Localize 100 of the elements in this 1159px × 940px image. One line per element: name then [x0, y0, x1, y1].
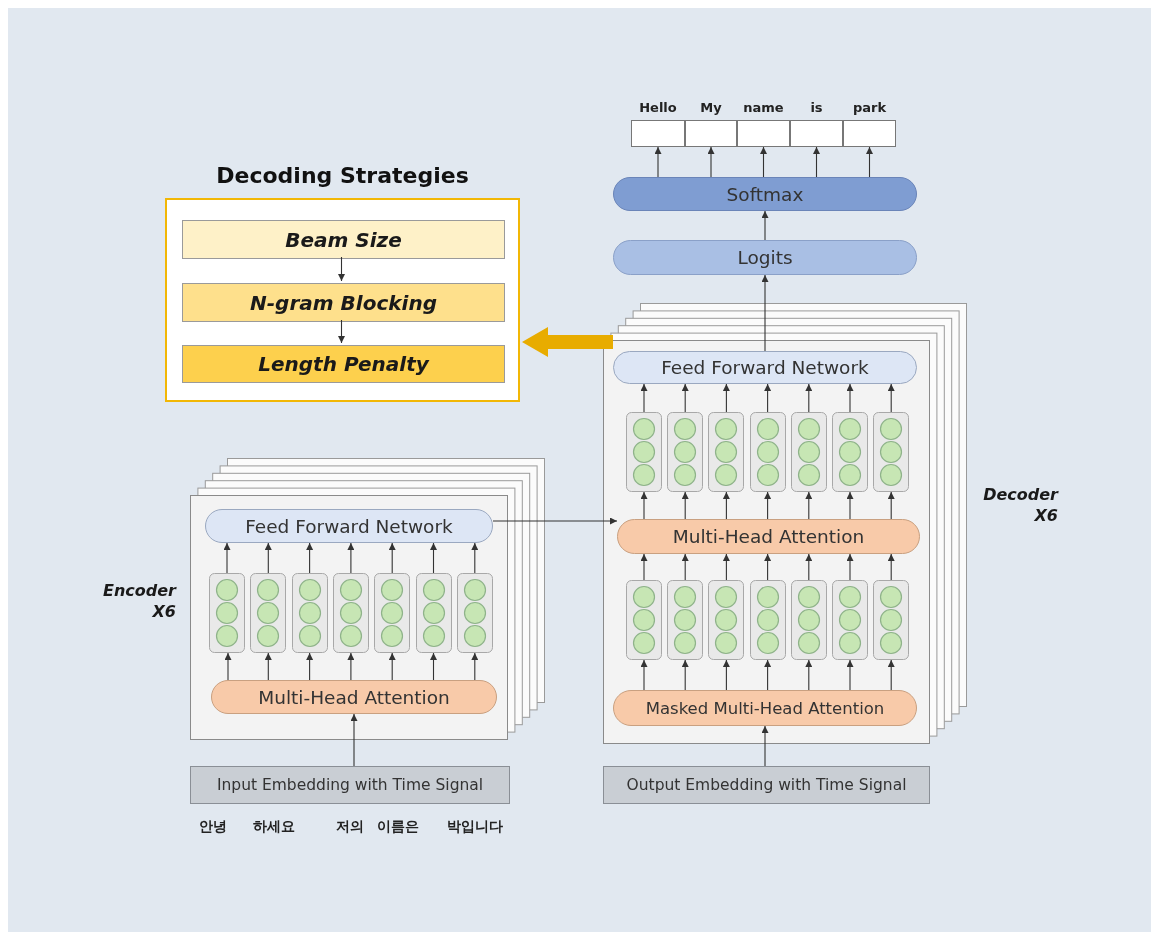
- arrow: [764, 383, 772, 413]
- arrow: [887, 659, 895, 691]
- stack-label: Decoder X6: [982, 484, 1058, 526]
- arrow: [887, 553, 895, 581]
- strategy-box: Length Penalty: [182, 345, 505, 383]
- arrow: [306, 652, 314, 681]
- arrow: [707, 146, 715, 178]
- arrow: [338, 319, 345, 344]
- neuron-column: [832, 412, 868, 492]
- arrow: [347, 652, 355, 681]
- arrow: [805, 383, 813, 413]
- neuron-column: [873, 412, 910, 492]
- token-label: My: [699, 98, 723, 117]
- arrow: [761, 274, 769, 352]
- token-label: Hello: [638, 98, 678, 117]
- arrow: [722, 659, 730, 691]
- input-token: 안녕: [199, 818, 227, 836]
- embedding-box: Input Embedding with Time Signal: [190, 766, 510, 804]
- layer-bar: Multi-Head Attention: [617, 519, 920, 554]
- arrow: [681, 491, 689, 520]
- arrow: [224, 652, 232, 681]
- arrow: [805, 553, 813, 581]
- arrow: [722, 553, 730, 581]
- input-token: 박입니다: [447, 818, 503, 836]
- thick-arrow: [522, 327, 613, 357]
- arrow: [846, 383, 854, 413]
- arrow: [338, 256, 345, 282]
- neuron-column: [790, 580, 827, 660]
- arrow: [388, 542, 396, 574]
- input-token: 이름은: [377, 818, 419, 836]
- arrow: [681, 659, 689, 691]
- input-token: 하세요: [253, 818, 295, 836]
- strategy-box: N-gram Blocking: [182, 283, 505, 322]
- neuron-column: [873, 580, 910, 660]
- arrow: [492, 517, 618, 525]
- arrow: [681, 383, 689, 413]
- strategy-box: Beam Size: [182, 220, 505, 259]
- neuron-column: [626, 580, 662, 660]
- arrow: [887, 383, 895, 413]
- arrow: [761, 210, 769, 241]
- token-label: park: [851, 98, 888, 117]
- layer-bar: Masked Multi-Head Attention: [613, 690, 917, 726]
- stack-label: Encoder X6: [102, 580, 176, 622]
- arrow: [846, 659, 854, 691]
- arrow: [805, 659, 813, 691]
- layer-bar: Multi-Head Attention: [211, 680, 497, 714]
- neuron-column: [626, 412, 662, 492]
- arrow: [430, 542, 437, 574]
- arrow: [640, 491, 648, 520]
- arrow: [722, 383, 730, 413]
- neuron-column: [708, 580, 745, 660]
- layer-bar: Feed Forward Network: [205, 509, 493, 543]
- arrow: [264, 652, 272, 681]
- neuron-column: [209, 573, 245, 653]
- neuron-column: [790, 412, 827, 492]
- input-token: 저의: [336, 818, 364, 836]
- arrow: [306, 542, 314, 574]
- arrow: [761, 725, 769, 767]
- panel-heading: Decoding Strategies: [215, 161, 470, 190]
- arrow: [866, 146, 873, 178]
- arrow: [471, 542, 479, 574]
- layer-bar: Softmax: [613, 177, 917, 211]
- neuron-column: [374, 573, 411, 653]
- arrow: [223, 542, 231, 574]
- neuron-column: [415, 573, 452, 653]
- arrow: [764, 553, 772, 581]
- neuron-column: [708, 412, 745, 492]
- neuron-column: [832, 580, 868, 660]
- layer-bar: Feed Forward Network: [613, 351, 917, 384]
- layer-card: [190, 495, 508, 740]
- arrow: [846, 491, 854, 520]
- arrow: [640, 659, 648, 691]
- embedding-box: Output Embedding with Time Signal: [603, 766, 930, 804]
- neuron-column: [250, 573, 287, 653]
- neuron-column: [749, 412, 786, 492]
- neuron-column: [456, 573, 493, 653]
- neuron-column: [749, 580, 786, 660]
- layer-card: [603, 340, 930, 744]
- arrow: [722, 491, 730, 520]
- arrow: [764, 659, 772, 691]
- arrow: [347, 542, 355, 574]
- arrow: [681, 553, 689, 581]
- neuron-column: [667, 580, 704, 660]
- arrow: [760, 146, 767, 178]
- arrow: [471, 652, 479, 681]
- token-label: name: [742, 98, 785, 117]
- layer-bar: Logits: [613, 240, 917, 275]
- neuron-column: [667, 412, 704, 492]
- arrow: [350, 713, 358, 767]
- arrow: [887, 491, 895, 520]
- neuron-column: [291, 573, 328, 653]
- arrow: [764, 491, 772, 520]
- neuron-column: [332, 573, 369, 653]
- arrow: [264, 542, 272, 574]
- arrow: [430, 652, 437, 681]
- arrow: [813, 146, 820, 178]
- token-label: is: [809, 98, 824, 117]
- arrow: [805, 491, 813, 520]
- arrow: [640, 383, 648, 413]
- arrow: [640, 553, 648, 581]
